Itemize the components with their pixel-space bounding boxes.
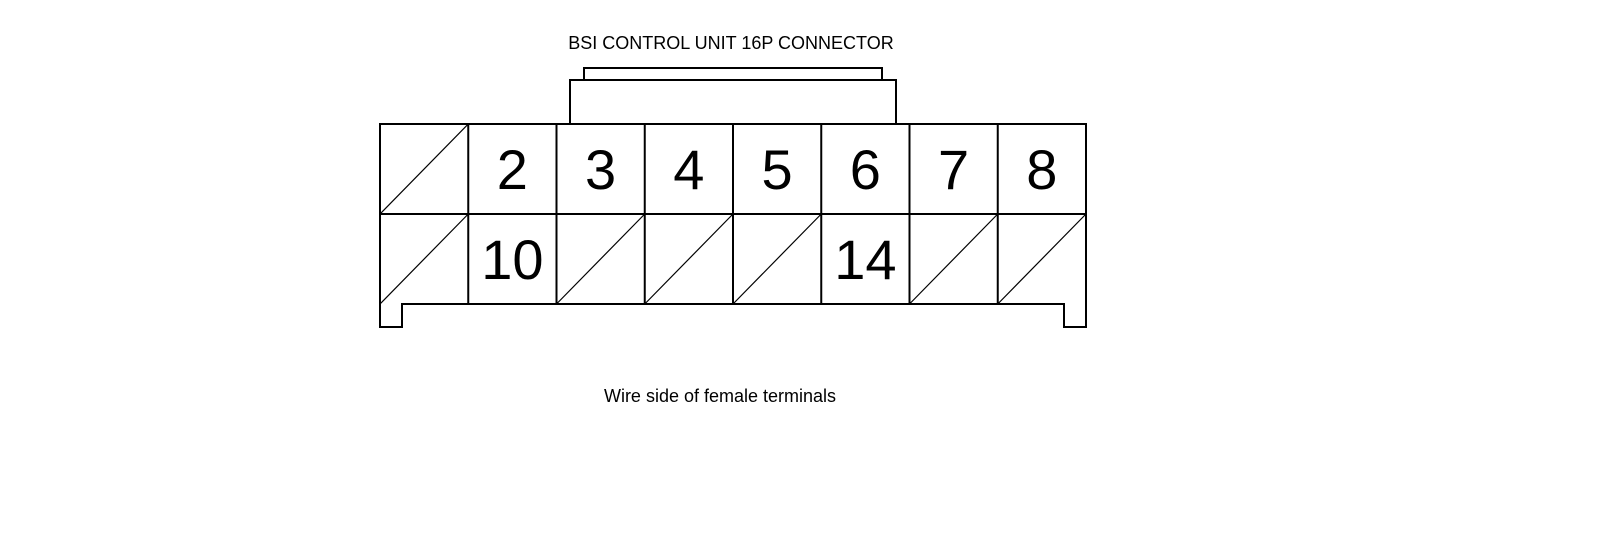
top-row-pin-label: 7	[938, 138, 969, 201]
top-row-pin-label: 3	[585, 138, 616, 201]
top-row-pin-label: 4	[673, 138, 704, 201]
top-row-pin-label: 5	[762, 138, 793, 201]
bottom-row-empty-cavity	[644, 213, 734, 305]
top-row-pin-label: 6	[850, 138, 881, 201]
top-row-pin-label: 2	[497, 138, 528, 201]
diagram-caption: Wire side of female terminals	[604, 386, 836, 406]
bottom-row-empty-cavity	[909, 213, 999, 305]
bottom-row-empty-cavity	[732, 213, 822, 305]
bottom-row-empty-cavity	[379, 213, 469, 305]
diagram-title: BSI CONTROL UNIT 16P CONNECTOR	[568, 33, 893, 53]
connector-body	[379, 123, 1087, 328]
bottom-row-empty-cavity	[997, 213, 1087, 305]
bottom-row-pin-label: 10	[481, 228, 543, 291]
bottom-row-pin-label: 14	[834, 228, 896, 291]
connector-latch	[569, 67, 897, 124]
top-row-empty-cavity	[379, 123, 469, 215]
bottom-row-empty-cavity	[556, 213, 646, 305]
top-row-pin-label: 8	[1026, 138, 1057, 201]
